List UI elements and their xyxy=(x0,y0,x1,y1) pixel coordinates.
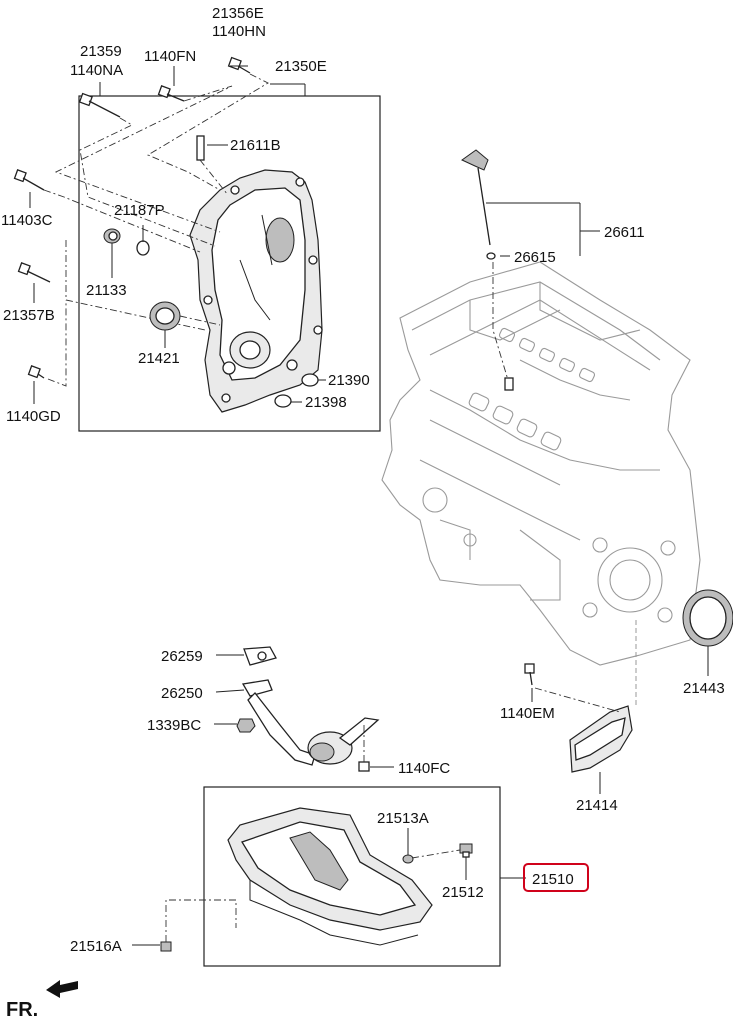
oring-21390-part xyxy=(301,373,319,387)
gasket-21513a-part xyxy=(402,854,414,864)
label-21611b: 21611B xyxy=(230,137,281,154)
oil-pan-21510-part xyxy=(227,807,433,946)
label-1140fn: 1140FN xyxy=(144,48,196,65)
label-21187p: 21187P xyxy=(114,202,165,219)
bolt-21516a-part xyxy=(160,899,237,952)
plug-21133-part xyxy=(103,228,121,244)
label-21516a: 21516A xyxy=(70,938,122,955)
label-21512: 21512 xyxy=(442,884,484,901)
label-1339bc: 1339BC xyxy=(147,717,201,734)
label-21414: 21414 xyxy=(576,797,618,814)
label-21390: 21390 xyxy=(328,372,370,389)
oring-21398-part xyxy=(274,394,292,408)
label-21356e: 21356E xyxy=(212,5,264,22)
label-1140gd: 1140GD xyxy=(6,408,61,425)
dipstick-26611-part xyxy=(461,149,514,391)
timing-chain-cover xyxy=(189,169,323,413)
front-arrow-icon xyxy=(46,980,78,998)
bolt-1140em-part xyxy=(524,663,621,713)
front-label: FR. xyxy=(6,999,38,1021)
highlight-box-21510 xyxy=(523,863,589,892)
label-21421: 21421 xyxy=(138,350,180,367)
label-1140na: 1140NA xyxy=(70,62,123,79)
bolt-21356e-part xyxy=(147,56,269,191)
leader-lines xyxy=(29,65,709,946)
oil-pan-group-box xyxy=(203,786,501,967)
label-21510[interactable]: 21510 xyxy=(532,871,574,888)
label-26615: 26615 xyxy=(514,249,556,266)
label-1140fc: 1140FC xyxy=(398,760,450,777)
baffle-21414-part xyxy=(569,620,637,773)
drain-plug-21512-part xyxy=(411,843,473,859)
label-26611: 26611 xyxy=(604,224,645,241)
rear-oil-seal-21443-part xyxy=(682,589,733,647)
label-21443: 21443 xyxy=(683,680,725,697)
engine-block-outline xyxy=(381,261,701,666)
label-1140em: 1140EM xyxy=(500,705,555,722)
label-21357b: 21357B xyxy=(3,307,55,324)
timing-cover-group-box xyxy=(78,95,381,432)
label-21133: 21133 xyxy=(86,282,127,299)
nut-1339bc-part xyxy=(236,718,256,733)
front-direction-indicator: FR. xyxy=(6,980,78,1021)
bolt-1140gd-part xyxy=(27,300,67,387)
label-21359: 21359 xyxy=(80,43,122,60)
label-26259: 26259 xyxy=(161,648,203,665)
label-21513a: 21513A xyxy=(377,810,429,827)
bolt-1140fc-part xyxy=(358,725,370,772)
label-1140hn: 1140HN xyxy=(212,23,266,40)
bolt-1140fn-part xyxy=(54,85,233,233)
label-26250: 26250 xyxy=(161,685,203,702)
label-11403c: 11403C xyxy=(1,212,53,229)
stud-21611b-part xyxy=(196,135,229,196)
bolt-21359-part xyxy=(78,92,216,247)
oil-strainer-26250-part xyxy=(241,646,380,766)
bolt-11403c-part xyxy=(13,169,201,253)
label-21350e: 21350E xyxy=(275,58,327,75)
oil-seal-21421-part xyxy=(149,301,221,331)
oring-21187p-part xyxy=(136,240,150,256)
label-21398: 21398 xyxy=(305,394,347,411)
callout-labels: 21356E 1140HN 21359 1140NA 1140FN 21350E… xyxy=(1,5,725,955)
